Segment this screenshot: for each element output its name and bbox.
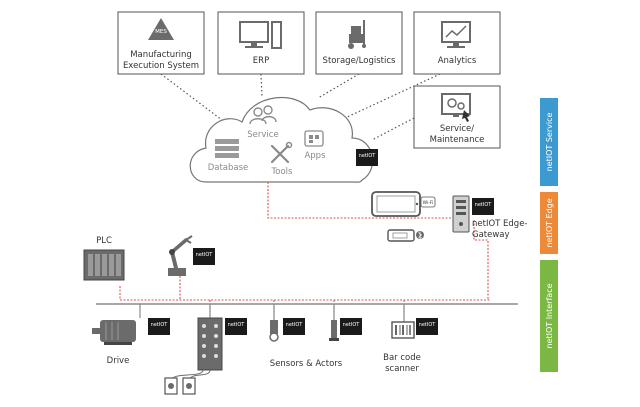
gateway-label-line2: Gateway: [472, 230, 510, 240]
service-people-icon: [249, 105, 277, 125]
cloud-service-label: Service: [247, 130, 278, 140]
drive-label: Drive: [107, 356, 130, 366]
proximity-sensor-icon-1: [164, 377, 178, 395]
remote-device: [387, 229, 415, 242]
barcode-label-line2: scanner: [385, 364, 419, 374]
storage-logistics-box: Storage/Logistics: [315, 11, 403, 75]
wifi-badge: Wi-Fi: [420, 196, 436, 208]
svg-text:netIOT: netIOT: [359, 153, 377, 159]
wifi-label: Wi-Fi: [423, 200, 434, 206]
netiot-badge-gateway: netIOT: [472, 198, 494, 215]
svg-text:netIOT: netIOT: [286, 322, 304, 328]
gateway-label-line1: netIOT Edge-: [472, 219, 528, 229]
netiot-badge-sensor-1: netIOT: [283, 318, 305, 335]
sensors-actors-label: Sensors & Actors: [270, 359, 343, 369]
erp-box: ERP: [217, 11, 305, 75]
bus-drops: [139, 304, 405, 322]
svg-text:netIOT: netIOT: [228, 322, 246, 328]
analytics-label: Analytics: [438, 56, 477, 66]
service-monitor-gear-icon: [441, 93, 471, 122]
hand-truck-icon: [348, 20, 366, 49]
netiot-badge-robot: netIOT: [193, 248, 215, 265]
plc-label: PLC: [96, 236, 112, 246]
io-module-device: [197, 317, 223, 371]
svg-text:netIOT: netIOT: [419, 322, 437, 328]
cloud-tools-label: Tools: [271, 167, 294, 177]
mes-pyramid-icon: [148, 18, 174, 40]
plc-device: [83, 249, 125, 281]
service-maintenance-label-line1: Service/: [440, 124, 474, 134]
service-maintenance-box: Service/ Maintenance: [413, 85, 501, 149]
mes-label-line2: Execution System: [123, 61, 199, 71]
side-tab-edge: netIOT Edge: [540, 192, 558, 254]
side-tab-service: netIOT Service: [540, 98, 558, 186]
netiot-badge-drive: netIOT: [148, 318, 170, 335]
sensor-icon-1: [269, 320, 279, 342]
barcode-label-line1: Bar code: [383, 353, 421, 363]
svg-text:netIOT Edge: netIOT Edge: [545, 198, 554, 247]
netiot-badge-io-module: netIOT: [225, 318, 247, 335]
svg-text:netIOT Service: netIOT Service: [545, 113, 554, 172]
svg-text:netIOT Interface: netIOT Interface: [545, 283, 554, 348]
bluetooth-icon: [416, 231, 424, 240]
mes-icon-label: MES: [155, 29, 167, 35]
edge-gateway-device: [452, 195, 470, 233]
storage-logistics-label: Storage/Logistics: [323, 56, 396, 66]
netiot-badge-barcode: netIOT: [416, 318, 438, 335]
svg-text:netIOT: netIOT: [475, 202, 493, 208]
svg-text:netIOT: netIOT: [151, 322, 169, 328]
actor-icon: [329, 320, 339, 341]
database-server-icon: [215, 139, 239, 158]
robot-arm-icon: [168, 235, 193, 276]
barcode-scanner-icon: [391, 321, 415, 339]
svg-text:netIOT: netIOT: [196, 252, 214, 258]
tools-wrench-screwdriver-icon: [270, 141, 293, 164]
mes-label-line1: Manufacturing: [130, 50, 192, 60]
svg-text:netIOT: netIOT: [343, 322, 361, 328]
cloud-links: [160, 73, 441, 141]
proximity-sensor-icon-2: [182, 377, 196, 395]
analytics-monitor-icon: [441, 21, 471, 48]
mes-box: MES Manufacturing Execution System: [117, 11, 205, 75]
desktop-computer-icon: [239, 21, 282, 49]
side-tab-interface: netIOT Interface: [540, 260, 558, 372]
cloud-database-label: Database: [208, 163, 249, 173]
service-maintenance-label-line2: Maintenance: [430, 135, 485, 145]
netiot-badge-cloud: netIOT: [356, 149, 378, 166]
cloud-apps-label: Apps: [304, 151, 326, 161]
drive-motor-icon: [92, 320, 136, 345]
cloud: Service Database Tools Apps: [189, 96, 374, 183]
analytics-box: Analytics: [413, 11, 501, 75]
netiot-badge-sensor-2: netIOT: [340, 318, 362, 335]
tablet-device: [371, 191, 421, 217]
apps-icon: [304, 130, 324, 147]
erp-label: ERP: [253, 56, 269, 66]
